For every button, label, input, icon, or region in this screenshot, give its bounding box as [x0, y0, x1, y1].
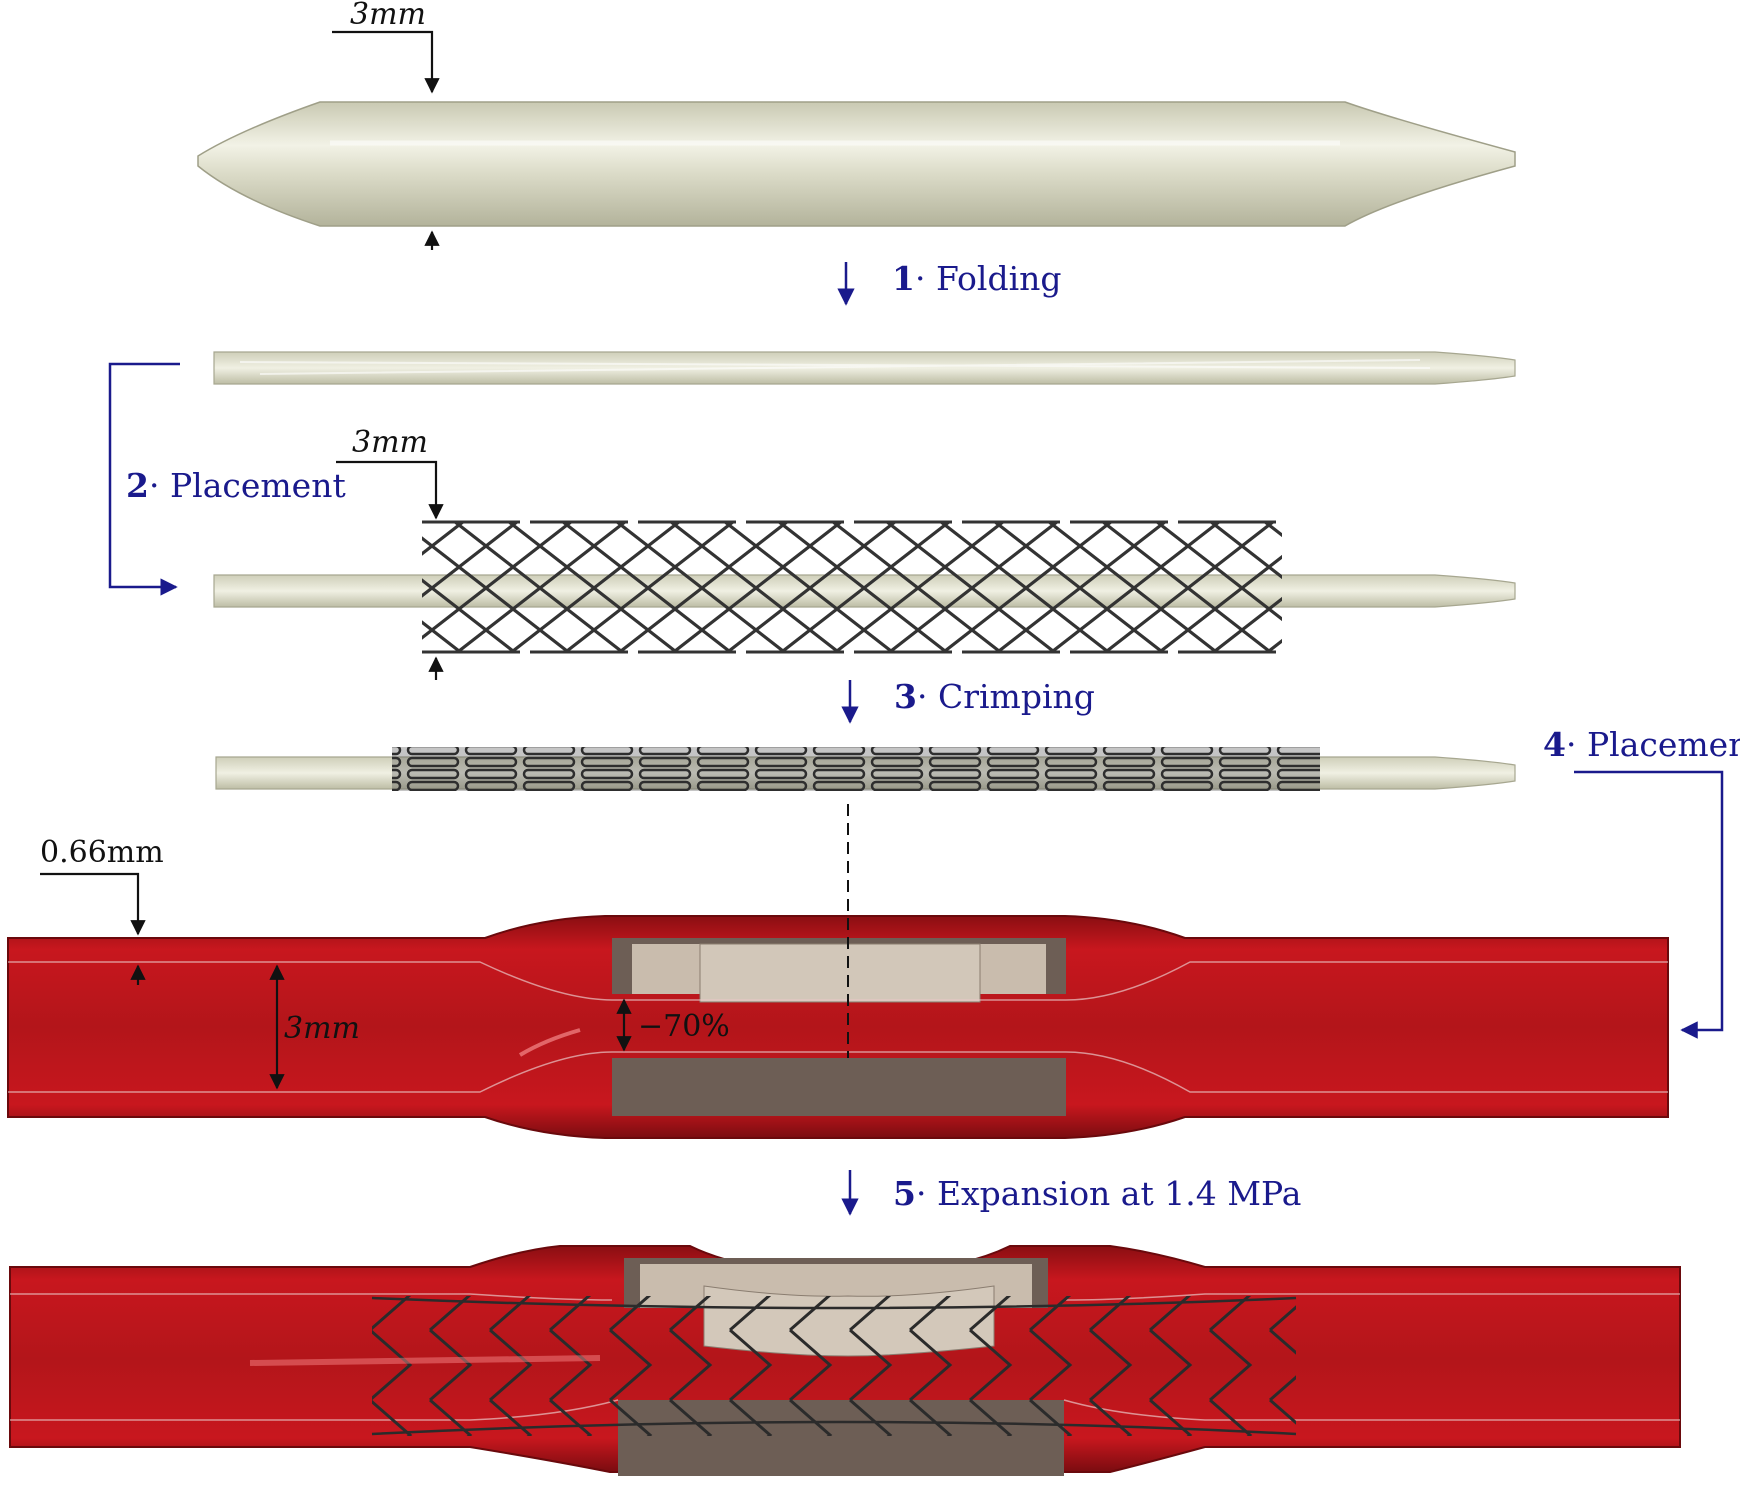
- svg-text:4· Placement: 4· Placement: [1543, 725, 1740, 764]
- step-3-crimping: 3· Crimping: [841, 677, 1095, 724]
- step-3-number: 3: [894, 677, 917, 716]
- stent: [422, 522, 1282, 652]
- lumen-diameter-dimension: 3mm: [269, 964, 360, 1090]
- expanded-artery-with-stent: [9, 1245, 1681, 1476]
- step-4-placement: 4· Placement: [1543, 725, 1740, 1039]
- folded-balloon: [213, 351, 1516, 385]
- step-2-number: 2: [126, 466, 149, 505]
- wall-thickness-dimension: 0.66mm: [40, 835, 164, 985]
- svg-text:2· Placement: 2· Placement: [126, 466, 346, 505]
- step-1-label: · Folding: [915, 259, 1062, 298]
- inflated-balloon: [197, 101, 1516, 227]
- balloon-diameter-dimension: 3mm: [332, 0, 440, 250]
- folded-balloon-with-stent: [213, 520, 1516, 654]
- lumen-diameter-label: 3mm: [284, 1011, 360, 1046]
- step-1-folding: 1· Folding: [837, 259, 1062, 306]
- expanded-stent: [372, 1296, 1296, 1436]
- stenosed-artery: [7, 915, 1669, 1139]
- svg-text:3· Crimping: 3· Crimping: [894, 677, 1095, 716]
- step-5-expansion: 5· Expansion at 1.4 MPa: [841, 1170, 1301, 1216]
- stent-diameter-dimension: 3mm: [336, 425, 444, 680]
- step-2-label: · Placement: [149, 466, 346, 505]
- stenosis-label: −70%: [638, 1009, 730, 1044]
- step-5-number: 5: [893, 1174, 916, 1213]
- step-1-number: 1: [892, 259, 915, 298]
- step-5-label: · Expansion at 1.4 MPa: [916, 1174, 1301, 1213]
- wall-thickness-label: 0.66mm: [40, 835, 164, 870]
- step-4-number: 4: [1543, 725, 1566, 764]
- step-3-label: · Crimping: [917, 677, 1095, 716]
- svg-text:1· Folding: 1· Folding: [892, 259, 1062, 298]
- step-4-label: · Placement: [1566, 725, 1740, 764]
- crimped-stent-on-balloon: [215, 747, 1516, 791]
- plaque-lower-dark: [612, 1058, 1066, 1116]
- step-2-placement: 2· Placement: [108, 362, 346, 596]
- svg-text:5· Expansion at 1.4 MPa: 5· Expansion at 1.4 MPa: [893, 1174, 1301, 1213]
- stent-diameter-label: 3mm: [352, 425, 428, 460]
- balloon-diameter-label: 3mm: [350, 0, 426, 32]
- stenosis-dimension: −70%: [616, 998, 730, 1052]
